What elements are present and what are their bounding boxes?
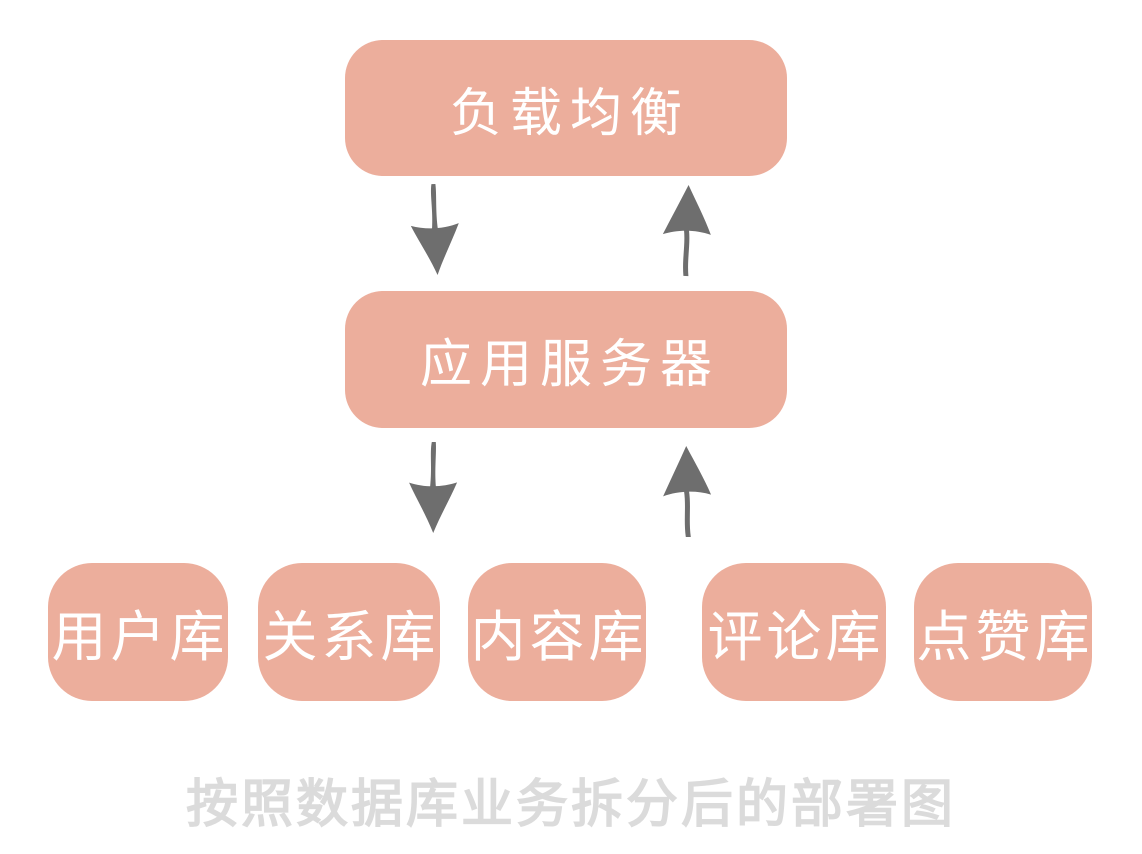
node-user-db-label: 用户库 xyxy=(51,605,229,669)
node-load-balancer: 负载均衡 xyxy=(345,40,787,176)
arrow-up-icon xyxy=(657,182,716,278)
arrow-up-icon xyxy=(658,444,716,539)
arrow-down-icon xyxy=(404,441,462,536)
node-like-db-label: 点赞库 xyxy=(916,605,1094,669)
node-app-server-label: 应用服务器 xyxy=(419,335,720,395)
node-relation-db-label: 关系库 xyxy=(262,605,440,669)
diagram-caption: 按照数据库业务拆分后的部署图 xyxy=(185,775,956,835)
node-relation-db: 关系库 xyxy=(258,563,440,701)
node-content-db: 内容库 xyxy=(468,563,646,701)
arrow-down-icon xyxy=(405,182,464,278)
node-like-db: 点赞库 xyxy=(914,563,1092,701)
node-user-db: 用户库 xyxy=(48,563,228,701)
node-app-server: 应用服务器 xyxy=(345,291,787,428)
node-comment-db-label: 评论库 xyxy=(707,605,885,669)
node-load-balancer-label: 负载均衡 xyxy=(449,83,690,144)
node-comment-db: 评论库 xyxy=(702,563,886,701)
node-content-db-label: 内容库 xyxy=(470,605,648,669)
